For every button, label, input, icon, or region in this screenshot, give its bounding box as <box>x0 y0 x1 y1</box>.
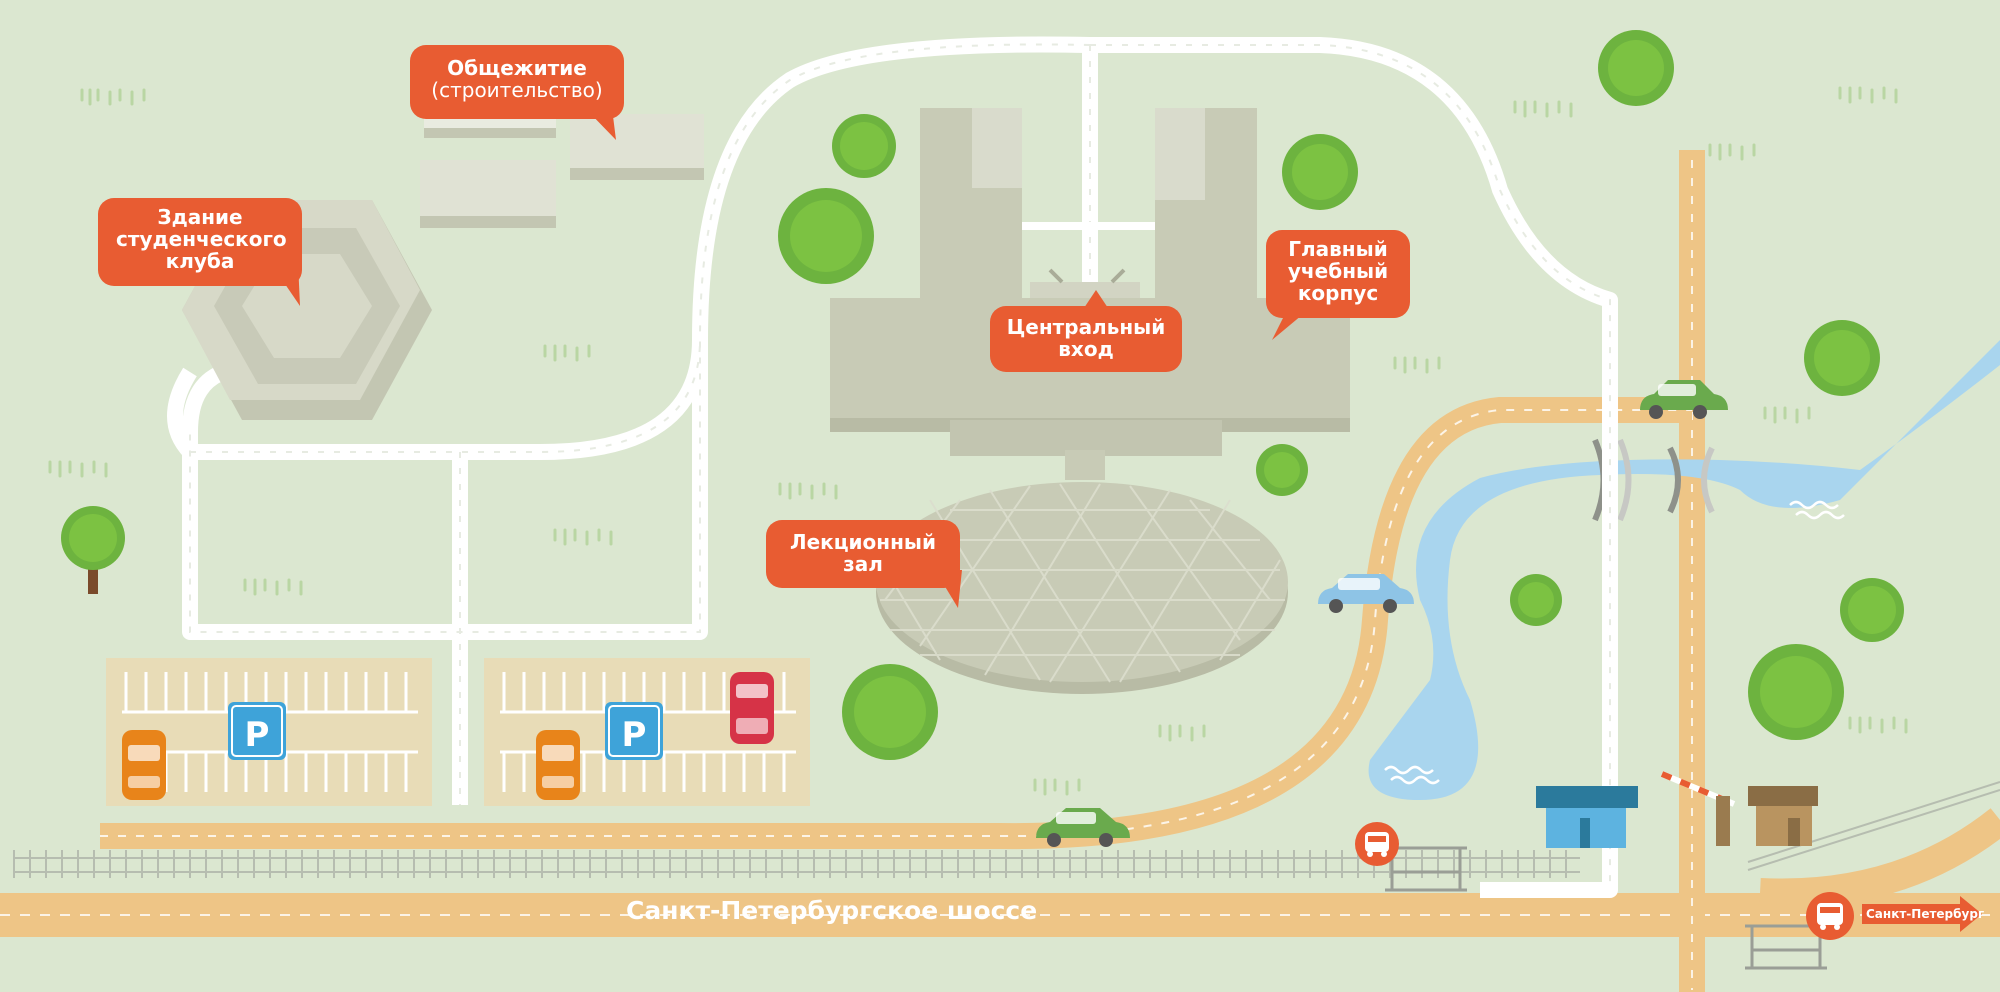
grass-tufts <box>48 86 1908 796</box>
student-club-label: Здание студенческого клуба <box>98 198 302 286</box>
direction-sign-text: Санкт-Петербург <box>1866 907 1985 921</box>
direction-arrow-icon <box>1862 896 1982 932</box>
main-building <box>830 108 1350 480</box>
bus-stop-icon <box>1806 892 1854 940</box>
barrier <box>1660 771 1736 846</box>
highway-name: Санкт-Петербургское шоссе <box>626 896 1038 925</box>
main-building-label: Главный учебный корпус <box>1266 230 1410 318</box>
svg-text:P: P <box>622 715 647 755</box>
river <box>1368 340 2000 800</box>
lecture-hall-building <box>876 482 1288 694</box>
tree-icon <box>1510 574 1562 626</box>
campus-road <box>100 397 1692 850</box>
bus-shelter <box>1745 924 1827 970</box>
checkpoint-booth <box>1536 786 1638 848</box>
parking-sign-icon: P <box>605 702 663 760</box>
diagonal-road <box>1759 808 2000 909</box>
tree-icon <box>1256 444 1308 496</box>
fence <box>13 781 2000 878</box>
bus-stop-icon <box>1355 822 1399 866</box>
tree-icon <box>61 506 125 594</box>
highway <box>0 893 2000 937</box>
tree-icon <box>1748 644 1844 740</box>
side-road <box>1679 150 1705 992</box>
car-green-icon <box>1036 808 1130 847</box>
parked-car-red <box>730 672 774 744</box>
tree-icon <box>778 188 874 284</box>
tree-icon <box>1598 30 1674 106</box>
dormitory-label-subtitle: (строительство) <box>431 78 603 102</box>
tree-icon <box>832 114 896 178</box>
bus-shelter <box>1385 846 1467 892</box>
water-waves <box>1384 500 1845 785</box>
tree-icon <box>1840 578 1904 642</box>
lecture-hall-label: Лекционный зал <box>766 520 960 588</box>
gatehouse <box>1748 786 1818 846</box>
footpath-dashes <box>189 43 1611 890</box>
parked-car-orange <box>122 730 166 800</box>
car-blue-icon <box>1318 574 1414 613</box>
tree-icon <box>842 664 938 760</box>
central-entrance-label: Центральный вход <box>990 306 1182 372</box>
parked-car-orange <box>536 730 580 800</box>
parking-sign-icon: P <box>228 702 286 760</box>
dormitory-label: Общежитие (строительство) <box>410 45 624 119</box>
tree-icon <box>1282 134 1358 210</box>
svg-text:P: P <box>245 715 270 755</box>
car-green-icon <box>1640 380 1728 419</box>
tree-icon <box>1804 320 1880 396</box>
dormitory-label-title: Общежитие <box>447 56 587 80</box>
